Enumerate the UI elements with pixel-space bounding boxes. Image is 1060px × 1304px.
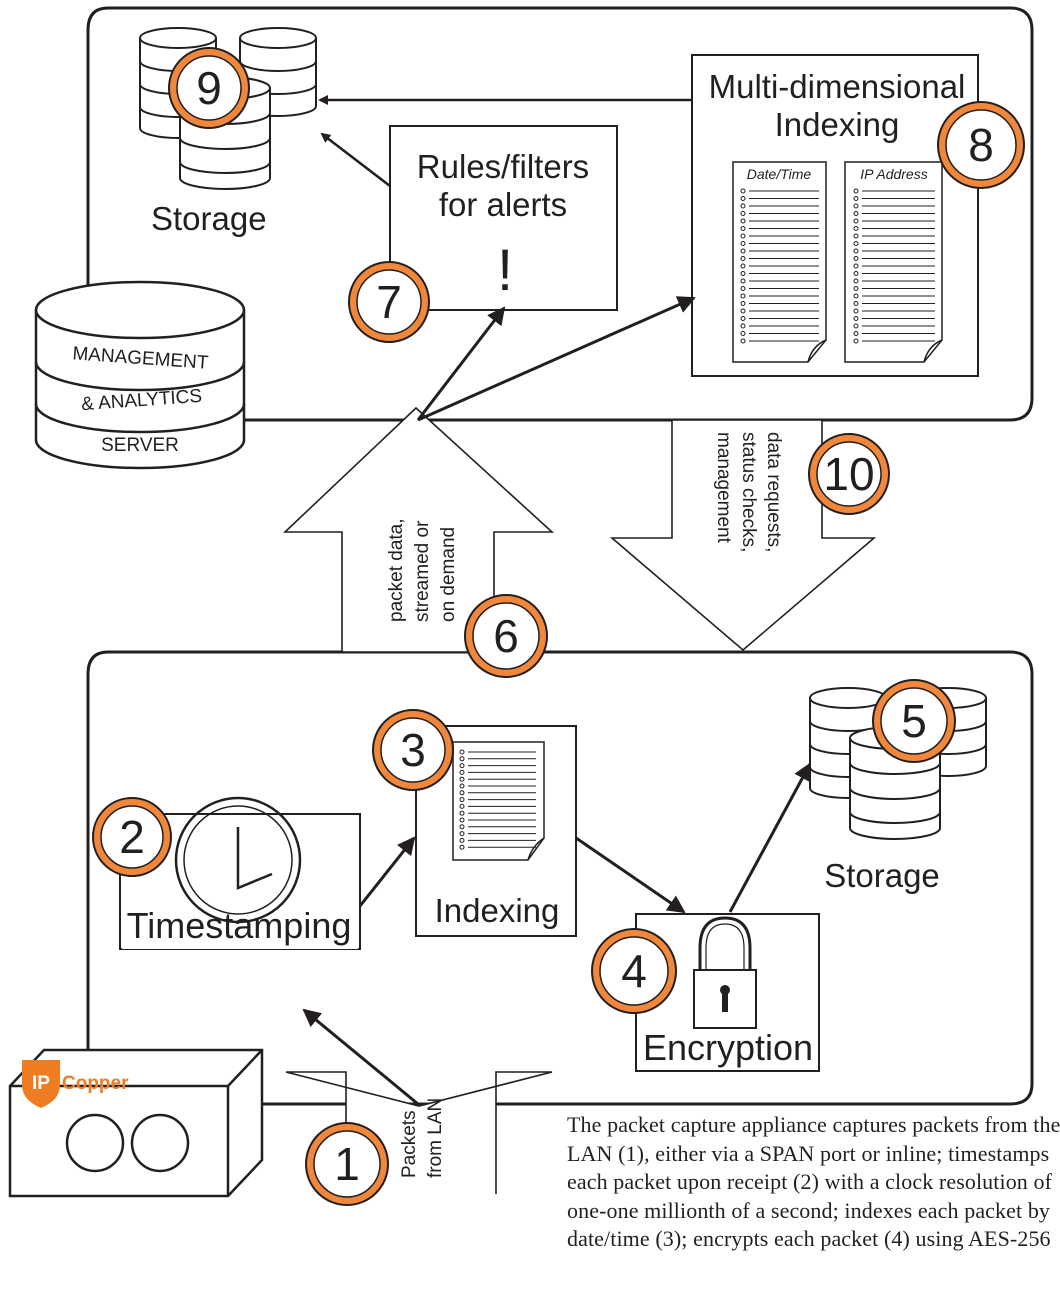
- appliance-panel: [86, 650, 1034, 1106]
- up-arrow-line-3: on demand: [438, 527, 459, 622]
- padlock-icon: [693, 916, 757, 1029]
- caption-line: date/time (3); encrypts each packet (4) …: [567, 1226, 1051, 1251]
- step-badge-number: 5: [901, 695, 927, 747]
- ip-address-index-document-icon: [844, 161, 943, 363]
- down-arrow-line-3: management: [713, 432, 734, 544]
- up-arrow-line-1: packet data,: [386, 518, 407, 622]
- step-badge-number: 6: [493, 610, 519, 662]
- logo-copper-text: Copper: [62, 1073, 129, 1094]
- server-line-3: SERVER: [101, 435, 179, 456]
- caption-text: The packet capture appliance captures pa…: [567, 1111, 1060, 1304]
- step-badge-8: 8: [937, 101, 1025, 189]
- step-badge-number: 3: [400, 724, 426, 776]
- step-badge-5: 5: [872, 679, 956, 763]
- management-server-icon: [34, 280, 246, 470]
- alert-icon: !: [497, 238, 513, 303]
- step-badge-10: 10: [808, 433, 890, 515]
- doc-ip-address-label: IP Address: [860, 166, 927, 182]
- down-arrow-line-2: status checks,: [738, 432, 759, 552]
- step-badge-4: 4: [591, 928, 677, 1014]
- step-badge-number: 7: [376, 276, 402, 328]
- down-arrow-line-1: data requests,: [763, 432, 784, 552]
- doc-date-time-label: Date/Time: [747, 166, 812, 182]
- storage-top-label: Storage: [151, 200, 267, 237]
- lan-line-2: from LAN: [425, 1098, 446, 1178]
- date-time-index-document-icon: [732, 161, 827, 363]
- step-badge-9: 9: [168, 47, 250, 129]
- stream-to-rules-arrow: [416, 306, 506, 421]
- encryption-label: Encryption: [643, 1027, 813, 1068]
- indexing-label: Indexing: [435, 892, 560, 929]
- caption-line: each packet upon receipt (2) with a cloc…: [567, 1169, 1053, 1194]
- stream-to-indexing-arrow: [417, 296, 696, 422]
- indexing-to-encryption-arrow: [575, 836, 686, 914]
- timestamping-label: Timestamping: [127, 905, 352, 946]
- step-badge-3: 3: [372, 709, 454, 791]
- rules-to-storage-arrow: [320, 132, 391, 187]
- packet-data-text: packet data, streamed or on demand: [386, 518, 459, 622]
- ip-copper-logo-shield: [22, 1060, 60, 1108]
- encryption-to-storage-arrow: [728, 762, 812, 913]
- rules-line-1: Rules/filters: [417, 148, 589, 185]
- step-badges: 1 2 3 4 5 6 7 8 9 10: [92, 47, 1025, 1206]
- step-badge-number: 9: [196, 62, 222, 114]
- step-badge-7: 7: [348, 261, 430, 343]
- lan-to-timestamping-arrow: [302, 1008, 419, 1106]
- caption-line: The packet capture appliance captures pa…: [567, 1112, 1060, 1137]
- lan-line-1: Packets: [399, 1110, 420, 1178]
- step-badge-number: 8: [968, 119, 994, 171]
- step-badge-number: 10: [823, 448, 874, 500]
- caption-line: LAN (1), either via a SPAN port or inlin…: [567, 1140, 1050, 1166]
- step-badge-number: 1: [334, 1138, 360, 1190]
- packet-capture-diagram: packet data, streamed or on demand data …: [8, 6, 1034, 1206]
- rules-filters-box: [389, 125, 618, 311]
- ip-copper-appliance: IP Copper: [8, 1048, 264, 1198]
- step-badge-number: 4: [621, 945, 647, 997]
- data-requests-text: data requests, status checks, management: [713, 432, 784, 552]
- step-badge-number: 2: [119, 811, 145, 863]
- step-badge-1: 1: [305, 1122, 389, 1206]
- storage-bottom-label: Storage: [824, 857, 940, 894]
- clock-icon: [174, 796, 302, 924]
- md-line-2: Indexing: [775, 106, 900, 143]
- server-panel: [86, 6, 1034, 422]
- caption-line: one-one millionth of a second; indexes e…: [567, 1197, 1051, 1223]
- step-badge-2: 2: [92, 797, 172, 877]
- logo-ip-text: IP: [32, 1073, 50, 1094]
- lan-arrow-text: Packets from LAN: [399, 1098, 446, 1178]
- up-arrow-line-2: streamed or: [412, 520, 433, 622]
- timestamping-to-indexing-arrow: [358, 836, 416, 907]
- md-line-1: Multi-dimensional: [709, 68, 966, 105]
- rules-line-2: for alerts: [439, 186, 567, 223]
- step-badge-6: 6: [464, 594, 548, 678]
- indexing-document-icon: [452, 741, 545, 861]
